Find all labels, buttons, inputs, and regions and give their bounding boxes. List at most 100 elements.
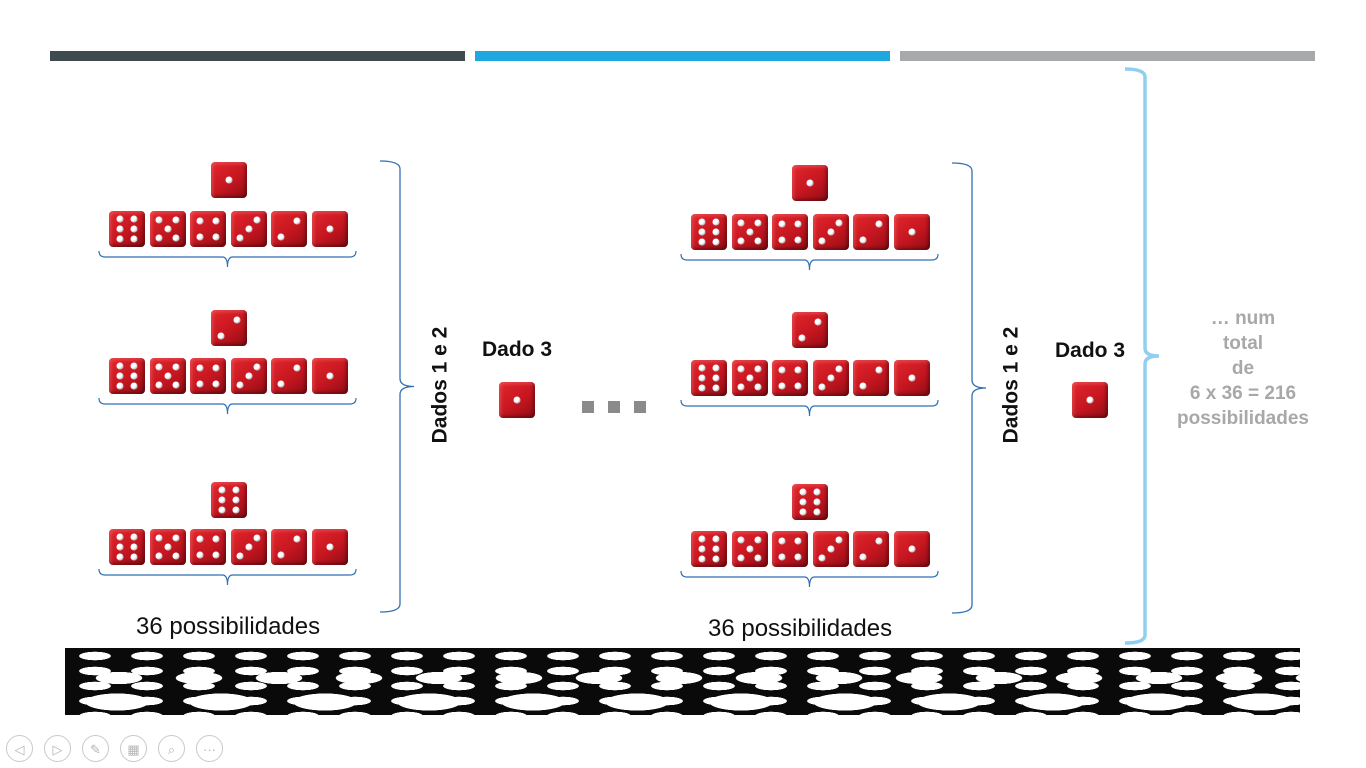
group2-row-die bbox=[731, 531, 768, 567]
total-line: 6 x 36 = 216 bbox=[1189, 383, 1297, 404]
decorative-floor-image bbox=[65, 648, 1300, 715]
group1-row-die bbox=[230, 529, 267, 565]
die-pip bbox=[827, 228, 834, 236]
die-pip bbox=[754, 554, 762, 562]
die-pip bbox=[236, 381, 244, 389]
group1-row-die bbox=[109, 358, 145, 394]
die-pip bbox=[116, 372, 124, 380]
die-pip bbox=[245, 372, 252, 380]
die-pip bbox=[513, 396, 521, 404]
group2-row-die bbox=[853, 531, 889, 567]
group2-row-die bbox=[772, 214, 808, 250]
group2-row-die bbox=[691, 360, 727, 396]
group1-top-die bbox=[211, 162, 247, 198]
slides-grid-icon[interactable]: ▦ bbox=[120, 735, 147, 762]
group2-row-die bbox=[772, 531, 808, 567]
die-pip bbox=[698, 238, 706, 246]
die-pip bbox=[155, 552, 163, 560]
group2-row-die bbox=[853, 360, 889, 396]
die-pip bbox=[212, 380, 220, 388]
die-pip bbox=[253, 363, 261, 371]
die-pip bbox=[698, 555, 706, 563]
die-pip bbox=[698, 545, 706, 553]
die-pip bbox=[799, 508, 807, 516]
total-brace bbox=[1124, 67, 1160, 645]
header-bar-gray bbox=[900, 51, 1315, 61]
die-pip bbox=[218, 496, 226, 504]
group1-row-die bbox=[271, 529, 307, 565]
die-pip bbox=[116, 215, 124, 223]
die-pip bbox=[116, 382, 124, 390]
dado3-right-die bbox=[1072, 382, 1108, 418]
die-pip bbox=[130, 235, 138, 243]
die-pip bbox=[778, 382, 786, 390]
group1-row-die bbox=[230, 211, 267, 247]
row-brace bbox=[98, 568, 357, 586]
more-options-icon[interactable]: ··· bbox=[196, 735, 223, 762]
die-pip bbox=[155, 234, 163, 242]
die-pip bbox=[754, 365, 762, 373]
group2-row-die bbox=[812, 531, 849, 567]
die-pip bbox=[754, 219, 762, 227]
die-pip bbox=[746, 374, 753, 382]
die-pip bbox=[712, 238, 720, 246]
dado3-left-label: Dado 3 bbox=[482, 338, 553, 361]
total-line: … num bbox=[1210, 308, 1276, 329]
die-pip bbox=[232, 496, 240, 504]
die-pip bbox=[196, 233, 204, 241]
die-pip bbox=[130, 382, 138, 390]
previous-slide-icon[interactable]: ◁ bbox=[6, 735, 33, 762]
die-pip bbox=[253, 534, 261, 542]
group2-row-die bbox=[691, 214, 727, 250]
die-pip bbox=[130, 225, 138, 233]
group2-row-die bbox=[893, 360, 930, 396]
die-pip bbox=[818, 237, 826, 245]
die-pip bbox=[277, 551, 285, 559]
die-pip bbox=[875, 537, 883, 545]
total-line: possibilidades bbox=[1177, 408, 1309, 429]
group1-row-die bbox=[311, 211, 348, 247]
die-pip bbox=[130, 533, 138, 541]
die-pip bbox=[778, 236, 786, 244]
die-pip bbox=[130, 215, 138, 223]
die-pip bbox=[798, 334, 806, 342]
group1-row-die bbox=[190, 211, 226, 247]
group1-row-die bbox=[311, 529, 348, 565]
die-pip bbox=[778, 553, 786, 561]
die-pip bbox=[712, 535, 720, 543]
die-pip bbox=[116, 533, 124, 541]
die-pip bbox=[698, 535, 706, 543]
die-pip bbox=[908, 374, 915, 382]
die-pip bbox=[326, 225, 333, 233]
die-pip bbox=[875, 366, 883, 374]
group1-row-die bbox=[190, 529, 226, 565]
die-pip bbox=[236, 234, 244, 242]
die-pip bbox=[212, 535, 220, 543]
die-pip bbox=[908, 228, 915, 236]
die-pip bbox=[277, 380, 285, 388]
die-pip bbox=[712, 374, 720, 382]
group1-row-die bbox=[149, 529, 186, 565]
row-brace bbox=[98, 397, 357, 415]
group1-row-die bbox=[109, 211, 145, 247]
die-pip bbox=[217, 332, 225, 340]
die-pip bbox=[233, 316, 241, 324]
die-pip bbox=[754, 383, 762, 391]
die-pip bbox=[172, 534, 180, 542]
die-pip bbox=[1086, 396, 1094, 404]
group2-caption: 36 possibilidades bbox=[708, 615, 893, 642]
die-pip bbox=[245, 543, 252, 551]
die-pip bbox=[799, 498, 807, 506]
die-pip bbox=[875, 220, 883, 228]
die-pip bbox=[794, 220, 802, 228]
next-slide-icon[interactable]: ▷ bbox=[44, 735, 71, 762]
die-pip bbox=[835, 365, 843, 373]
group2-top-die bbox=[792, 484, 828, 520]
die-pip bbox=[794, 366, 802, 374]
header-bar-blue bbox=[475, 51, 890, 61]
die-pip bbox=[326, 372, 333, 380]
group2-brace bbox=[951, 162, 987, 614]
pen-icon[interactable]: ✎ bbox=[82, 735, 109, 762]
die-pip bbox=[698, 364, 706, 372]
zoom-icon[interactable]: ⌕ bbox=[158, 735, 185, 762]
